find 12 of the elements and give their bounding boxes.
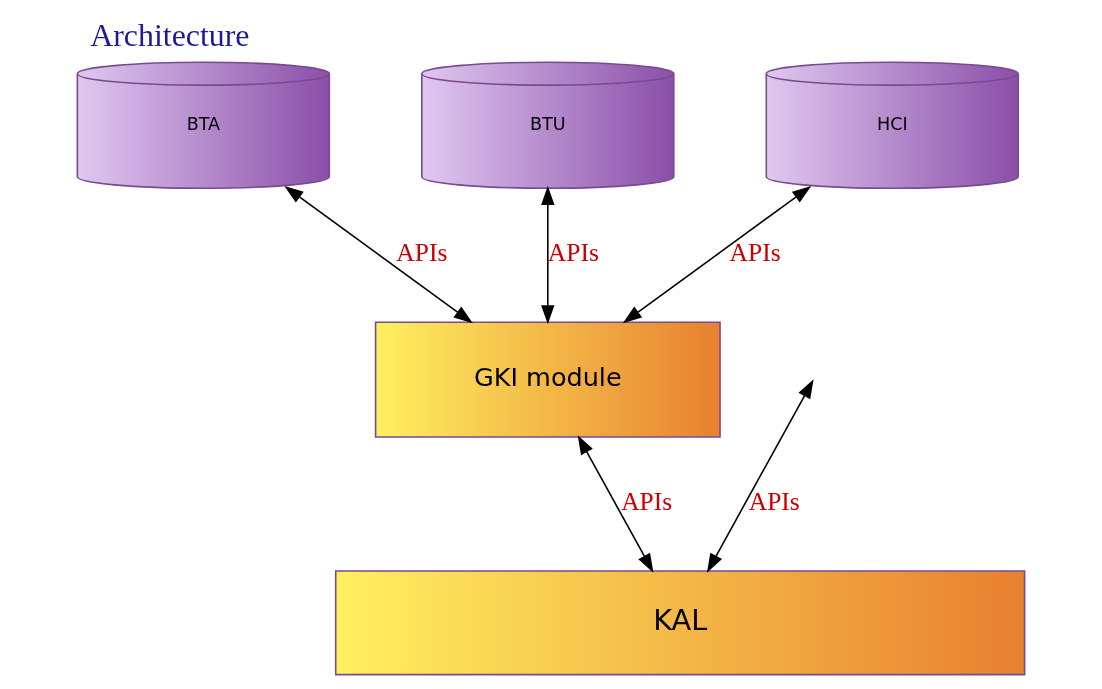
node-box: GKI module xyxy=(374,321,721,438)
edge-label: APIs xyxy=(621,487,673,517)
node-box: KAL xyxy=(334,570,1026,676)
edge-label: APIs xyxy=(729,238,781,268)
arrow xyxy=(577,435,654,573)
arrow xyxy=(622,185,812,324)
diagram-title: Architecture xyxy=(90,18,250,54)
arrow xyxy=(284,185,473,324)
edge-label: APIs xyxy=(748,487,800,517)
arrow xyxy=(706,379,814,573)
edge-label: APIs xyxy=(396,238,448,268)
arrow xyxy=(541,185,555,325)
